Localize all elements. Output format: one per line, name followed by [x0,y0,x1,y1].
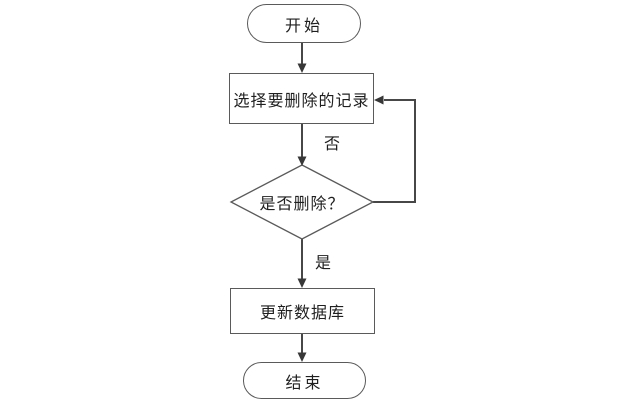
edge-label-no: 否 [324,136,341,153]
flow-node-select-record: 选择要删除的记录 [229,73,374,124]
arrowhead-loopback-into-select [374,95,384,105]
arrowhead-into-decision [297,156,307,166]
arrowhead-into-update [297,278,307,288]
flow-node-end: 结束 [243,362,366,399]
arrowhead-into-end [297,352,307,362]
flow-node-start: 开始 [247,4,361,43]
arrowhead-into-select [297,63,307,73]
edge-decision-loopback [373,99,416,203]
edge-label-yes: 是 [315,255,332,272]
flow-node-update-database: 更新数据库 [230,288,375,334]
flow-node-confirm-delete: 是否删除？ [259,196,345,213]
decision-diamond-shape [229,164,375,240]
